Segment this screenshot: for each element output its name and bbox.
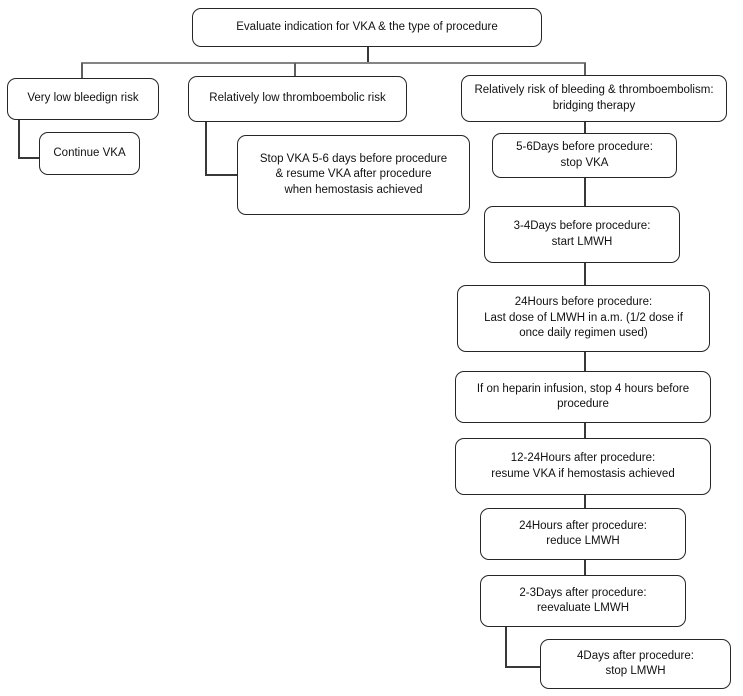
connector-left-elbow-vertical [18,120,20,159]
node-step-resume-vka: 12-24Hours after procedure: resume VKA i… [455,438,711,495]
node-step-stop-lmwh: 4Days after procedure: stop LMWH [540,639,731,689]
connector-drop-right [584,63,586,75]
connector-bridging-seg-1 [584,122,586,133]
node-root: Evaluate indication for VKA & the type o… [192,8,542,47]
node-step-heparin-infusion: If on heparin infusion, stop 4 hours bef… [455,371,711,423]
connector-middle-elbow-horizontal [205,174,238,176]
connector-left-elbow-horizontal [18,157,41,159]
connector-middle-elbow-vertical [205,122,207,176]
connector-last-elbow-vertical [505,627,507,668]
node-low-thromboembolic-risk: Relatively low thromboembolic risk [188,76,407,122]
connector-tree-bar [81,62,586,64]
connector-bridging-seg-2 [584,178,586,206]
node-continue-vka: Continue VKA [39,132,140,175]
connector-drop-left [81,63,83,78]
connector-root-stem [367,47,369,63]
connector-bridging-seg-4 [584,352,586,371]
node-bridging-therapy: Relatively risk of bleeding & thromboemb… [461,75,727,122]
node-step-reduce-lmwh: 24Hours after procedure: reduce LMWH [480,508,686,560]
connector-bridging-seg-6 [584,495,586,508]
connector-last-elbow-horizontal [505,666,540,668]
node-stop-vka-resume-after: Stop VKA 5-6 days before procedure & res… [237,135,470,215]
connector-bridging-seg-5 [584,423,586,438]
node-step-stop-vka: 5-6Days before procedure: stop VKA [492,133,677,178]
node-step-last-dose-lmwh: 24Hours before procedure: Last dose of L… [457,285,710,352]
connector-drop-middle [294,63,296,76]
node-very-low-bleeding-risk: Very low bleedign risk [7,78,159,120]
connector-bridging-seg-7 [584,560,586,575]
connector-bridging-seg-3 [584,263,586,285]
node-step-start-lmwh: 3-4Days before procedure: start LMWH [484,206,680,263]
node-step-reevaluate-lmwh: 2-3Days after procedure: reevaluate LMWH [480,575,686,627]
